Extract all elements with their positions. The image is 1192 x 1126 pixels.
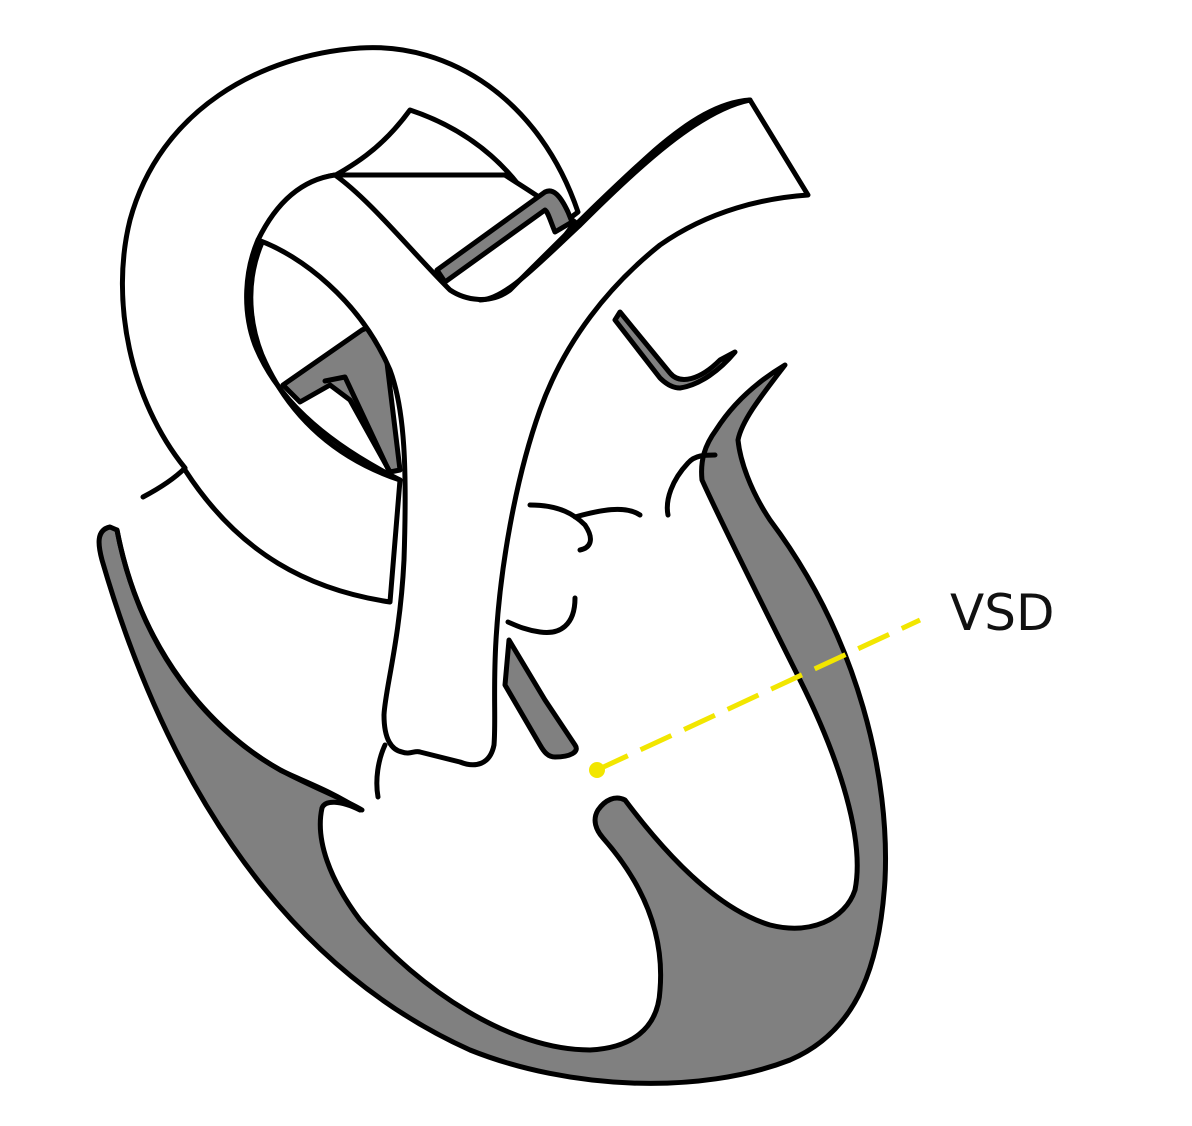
aorta-inner-edge <box>244 237 403 483</box>
vsd-pointer <box>589 617 922 778</box>
right-atrial-wall-band <box>612 309 738 391</box>
valve-cusps <box>505 452 718 636</box>
vsd-label: VSD <box>950 584 1054 642</box>
left-endocardium-line <box>114 527 365 813</box>
aortic-arch <box>119 45 581 605</box>
septal-wall-stub <box>502 637 579 760</box>
right-atrial-fold <box>374 742 388 800</box>
outer-myocardium-wall <box>96 362 888 1086</box>
vsd-pointer-dot <box>589 762 605 778</box>
pulmonary-artery-line <box>477 97 753 303</box>
